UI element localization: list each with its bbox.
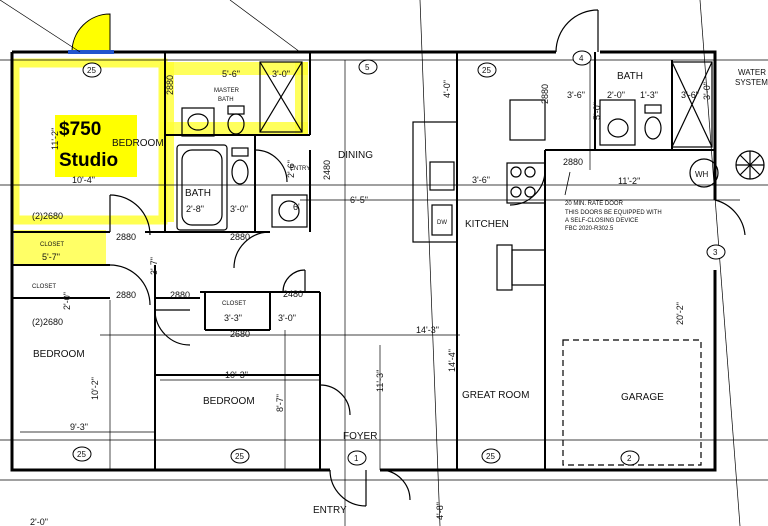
svg-text:5: 5 — [365, 63, 370, 72]
studio-label: Studio — [59, 150, 118, 171]
svg-text:2480: 2480 — [322, 160, 332, 180]
svg-text:10'-4": 10'-4" — [72, 175, 95, 185]
svg-text:3: 3 — [713, 248, 718, 257]
room-foyer: FOYER — [343, 431, 377, 442]
dishwasher-label: DW — [437, 220, 447, 226]
svg-text:1: 1 — [354, 454, 359, 463]
svg-text:4'-8": 4'-8" — [435, 502, 445, 520]
room-garage: GARAGE — [621, 392, 664, 403]
svg-text:6'-5": 6'-5" — [350, 195, 368, 205]
svg-text:14'-4": 14'-4" — [447, 349, 457, 372]
svg-text:2'-8": 2'-8" — [186, 204, 204, 214]
room-master-bath: MASTER — [214, 88, 240, 94]
svg-text:4'-0": 4'-0" — [442, 80, 452, 98]
svg-text:3'-6": 3'-6" — [472, 175, 490, 185]
door-swings — [109, 9, 746, 507]
room-entry-small: ENTRY — [290, 166, 310, 172]
room-bedroom-mid: BEDROOM — [203, 396, 255, 407]
svg-text:FBC 2020-R302.5: FBC 2020-R302.5 — [565, 226, 614, 232]
svg-text:10'-3": 10'-3" — [225, 370, 248, 380]
room-kitchen: KITCHEN — [465, 219, 509, 230]
svg-text:2880: 2880 — [230, 232, 250, 242]
svg-text:25: 25 — [77, 450, 86, 459]
room-labels: BEDROOM MASTER BATH BATH DINING ENTRY KI… — [32, 68, 768, 516]
svg-text:3'-0": 3'-0" — [278, 313, 296, 323]
svg-text:9'-3": 9'-3" — [70, 422, 88, 432]
room-great-room: GREAT ROOM — [462, 390, 529, 401]
room-closet-1: CLOSET — [40, 242, 64, 248]
svg-text:2880: 2880 — [116, 290, 136, 300]
room-dining: DINING — [338, 150, 373, 161]
svg-text:11'-2": 11'-2" — [50, 128, 60, 150]
svg-text:2880: 2880 — [170, 290, 190, 300]
svg-text:3'-3": 3'-3" — [224, 313, 242, 323]
svg-text:5'-0": 5'-0" — [592, 102, 602, 120]
svg-text:THIS DOORS BE EQUIPPED WITH: THIS DOORS BE EQUIPPED WITH — [565, 210, 662, 216]
dimension-labels: 5'-6" 3'-0" 2880 4'-0" 2880 3'-6" 2'-0" … — [30, 69, 712, 526]
room-bath-right: BATH — [617, 71, 643, 82]
svg-text:11'-2": 11'-2" — [618, 176, 640, 186]
svg-text:(2)2680: (2)2680 — [32, 211, 63, 221]
svg-text:25: 25 — [235, 452, 244, 461]
water-heater-label: WH — [695, 170, 709, 179]
room-bedroom-left: BEDROOM — [33, 349, 85, 360]
svg-text:2'-0": 2'-0" — [62, 292, 72, 310]
room-closet-2: CLOSET — [32, 284, 56, 290]
marker-labels: 25 5 25 4 25 25 1 25 2 3 — [77, 54, 718, 463]
svg-text:2680: 2680 — [230, 329, 250, 339]
exterior-walls — [10, 50, 717, 472]
svg-text:2880: 2880 — [165, 75, 175, 95]
svg-text:2880: 2880 — [563, 157, 583, 167]
svg-text:3'-0": 3'-0" — [230, 204, 248, 214]
svg-text:25: 25 — [87, 66, 96, 75]
svg-text:2'-6": 2'-6" — [286, 160, 296, 178]
svg-text:2480: 2480 — [283, 289, 303, 299]
water-system-label: WATER — [738, 68, 766, 77]
markers — [72, 50, 726, 466]
room-bedroom-master: BEDROOM — [112, 138, 164, 149]
svg-text:20'-2": 20'-2" — [675, 302, 685, 325]
svg-text:8'-7": 8'-7" — [275, 394, 285, 412]
svg-text:3'-0": 3'-0" — [272, 69, 290, 79]
svg-text:SYSTEM: SYSTEM — [735, 78, 768, 87]
svg-text:2'-0": 2'-0" — [607, 90, 625, 100]
room-entry: ENTRY — [313, 505, 347, 516]
svg-text:14'-3": 14'-3" — [416, 325, 439, 335]
svg-text:3'-6": 3'-6" — [681, 90, 699, 100]
svg-text:2'-0": 2'-0" — [30, 517, 48, 526]
svg-text:3'-6": 3'-6" — [567, 90, 585, 100]
top-door — [68, 13, 114, 54]
svg-text:2: 2 — [627, 454, 632, 463]
svg-text:5'-7": 5'-7" — [42, 252, 60, 262]
svg-text:25: 25 — [482, 66, 491, 75]
svg-text:3'-7": 3'-7" — [149, 257, 159, 275]
room-closet-3: CLOSET — [222, 301, 246, 307]
svg-text:11'-3": 11'-3" — [375, 370, 385, 392]
price-label: $750 — [59, 119, 101, 140]
room-bath: BATH — [185, 188, 211, 199]
svg-text:5'-6": 5'-6" — [222, 69, 240, 79]
svg-text:6': 6' — [293, 202, 300, 212]
svg-text:20 MIN. RATE DOOR: 20 MIN. RATE DOOR — [565, 201, 624, 207]
svg-text:2880: 2880 — [116, 232, 136, 242]
svg-text:10'-2": 10'-2" — [90, 377, 100, 400]
svg-text:25: 25 — [486, 452, 495, 461]
interior-walls — [12, 52, 715, 470]
fixtures — [176, 61, 765, 466]
svg-text:2880: 2880 — [540, 84, 550, 104]
svg-text:3'-0": 3'-0" — [702, 82, 712, 100]
studio-highlight: $750 Studio — [10, 58, 308, 264]
svg-text:1'-3": 1'-3" — [640, 90, 658, 100]
svg-text:A SELF-CLOSING DEVICE: A SELF-CLOSING DEVICE — [565, 218, 638, 224]
door-note: 20 MIN. RATE DOOR THIS DOORS BE EQUIPPED… — [564, 171, 662, 232]
svg-text:4: 4 — [579, 54, 584, 63]
svg-text:BATH: BATH — [218, 97, 234, 103]
svg-text:(2)2680: (2)2680 — [32, 317, 63, 327]
